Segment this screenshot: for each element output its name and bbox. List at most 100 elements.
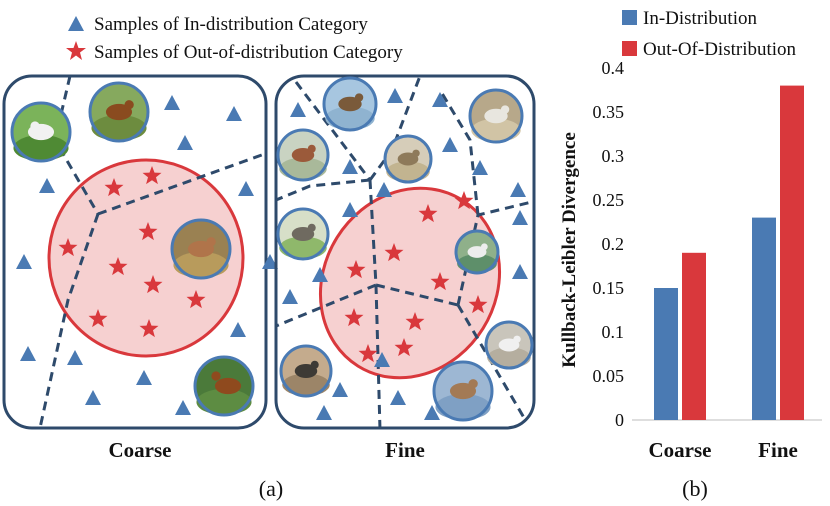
legend-in-label: Samples of In-distribution Category [94, 14, 368, 35]
out-of-distribution-marker [344, 308, 364, 327]
undefined [432, 360, 494, 422]
coarse-label: Coarse [109, 438, 172, 462]
horse-icon [193, 355, 255, 417]
y-tick-label: 0.2 [602, 234, 625, 254]
in-distribution-marker [230, 322, 246, 337]
bar-coarse-in-distribution [654, 288, 678, 420]
in-distribution-marker [290, 102, 306, 117]
coarse-markers [16, 95, 278, 415]
y-tick-label: 0 [615, 410, 624, 430]
y-axis-title: Kullback-Leibler Divergence [559, 132, 580, 368]
out-of-distribution-marker [430, 272, 450, 291]
avocet-icon [468, 88, 524, 144]
in-distribution-marker [332, 382, 348, 397]
fine-markers [282, 88, 528, 420]
in-distribution-marker [376, 182, 392, 197]
out-of-distribution-marker [88, 309, 108, 328]
y-tick-label: 0.25 [593, 190, 625, 210]
in-distribution-marker [387, 88, 403, 103]
in-distribution-marker [316, 405, 332, 420]
out-of-distribution-marker [104, 178, 124, 197]
out-of-distribution-marker [454, 191, 474, 210]
in-distribution-marker [175, 400, 191, 415]
out-of-distribution-marker [138, 222, 158, 241]
x-tick-label: Fine [758, 438, 798, 462]
legend-entry: Out-Of-Distribution [643, 39, 797, 60]
legend-swatch [622, 41, 637, 56]
out-of-distribution-marker [58, 238, 78, 257]
fine-panel: Fine [274, 74, 536, 462]
in-distribution-marker [16, 254, 32, 269]
in-distribution-marker [424, 405, 440, 420]
plover-icon [276, 207, 330, 261]
ood-region [47, 158, 245, 358]
y-tick-label: 0.35 [593, 102, 625, 122]
killdeer-icon [484, 320, 534, 370]
out-of-distribution-marker [468, 295, 488, 314]
wading-bird-icon [454, 229, 500, 275]
kl-divergence-chart: 0 0.05 0.1 0.15 0.2 0.25 0.3 0.35 0.4Kullback-Le… [559, 8, 822, 462]
in-distribution-marker [85, 390, 101, 405]
out-of-distribution-marker [143, 275, 163, 294]
sandpiper-icon [383, 134, 433, 184]
in-distribution-marker [282, 289, 298, 304]
y-tick-label: 0.3 [602, 146, 625, 166]
in-distribution-marker [177, 135, 193, 150]
shorebird-icon [276, 128, 330, 182]
in-distribution-marker [39, 178, 55, 193]
in-distribution-marker [512, 210, 528, 225]
bar-fine-out-of-distribution [780, 85, 804, 420]
coarse-panel: Coarse [2, 74, 278, 462]
in-distribution-marker [342, 202, 358, 217]
legend-swatch [622, 10, 637, 25]
out-of-distribution-marker [358, 344, 378, 363]
in-distribution-marker [238, 181, 254, 196]
in-distribution-marker [164, 95, 180, 110]
in-distribution-marker [512, 264, 528, 279]
y-tick-label: 0.05 [593, 366, 625, 386]
y-tick-label: 0.15 [593, 278, 625, 298]
bar-coarse-out-of-distribution [682, 252, 706, 420]
legend-a: Samples of In-distribution Category Samp… [66, 14, 403, 63]
dog-icon [10, 101, 72, 163]
in-distribution-marker [262, 254, 278, 269]
out-of-distribution-marker [108, 257, 128, 276]
out-of-distribution-marker [405, 312, 425, 331]
out-of-distribution-marker [186, 290, 206, 309]
caption-a: (a) [259, 476, 283, 501]
in-distribution-marker [374, 352, 390, 367]
x-tick-label: Coarse [649, 438, 712, 462]
caption-b: (b) [682, 476, 708, 501]
in-distribution-marker [442, 137, 458, 152]
out-of-distribution-marker [139, 319, 159, 338]
coarse-frame [2, 74, 268, 430]
legend-entry: In-Distribution [643, 8, 757, 29]
deer-icon [170, 218, 232, 280]
out-of-distribution-marker [346, 260, 366, 279]
y-tick-label: 0.4 [602, 58, 625, 78]
bar-fine-in-distribution [752, 217, 776, 420]
legend-out-label: Samples of Out-of-distribution Category [94, 42, 403, 63]
fine-frame [274, 74, 536, 430]
out-of-distribution-marker [384, 243, 404, 262]
out-of-distribution-marker [418, 204, 438, 223]
y-tick-label: 0.1 [602, 322, 625, 342]
cow-icon [88, 81, 150, 143]
in-distribution-marker [136, 370, 152, 385]
in-distribution-marker [20, 346, 36, 361]
in-distribution-marker [342, 159, 358, 174]
coarse-photos [10, 81, 255, 417]
in-distribution-marker [432, 92, 448, 107]
hawk-icon [322, 76, 378, 132]
in-distribution-marker [226, 106, 242, 121]
in-distribution-marker [510, 182, 526, 197]
triangle-legend-marker [68, 16, 84, 31]
in-distribution-marker [472, 160, 488, 175]
in-distribution-marker [390, 390, 406, 405]
dunlin-icon [279, 344, 333, 398]
in-distribution-marker [312, 267, 328, 282]
fine-label: Fine [385, 438, 425, 462]
in-distribution-marker [67, 350, 83, 365]
out-of-distribution-marker [394, 338, 414, 357]
out-of-distribution-marker [142, 166, 162, 185]
